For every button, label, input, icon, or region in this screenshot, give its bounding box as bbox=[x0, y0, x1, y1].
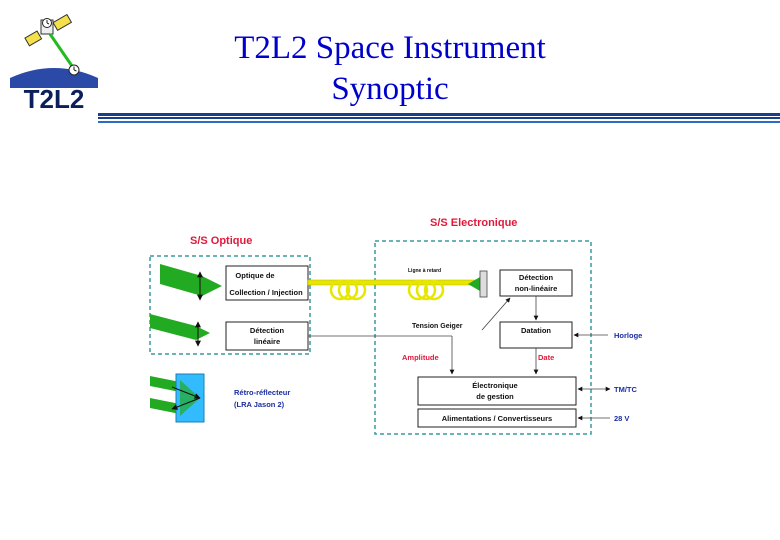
beam-collection bbox=[160, 264, 202, 296]
management-electronics-block bbox=[417, 376, 577, 406]
delay-line-label: Ligne à retard bbox=[408, 268, 441, 274]
nonlinear-detection-label-2: non-linéaire bbox=[515, 284, 558, 293]
collection-label-2: Collection / Injection bbox=[229, 288, 303, 297]
beam-collection-tip bbox=[202, 276, 222, 296]
linear-detection-label-2: linéaire bbox=[254, 337, 280, 346]
ground-station-icon bbox=[68, 64, 80, 76]
satellite-icon bbox=[24, 13, 73, 47]
clock-label: Horloge bbox=[614, 331, 642, 340]
date-label: Date bbox=[538, 353, 554, 362]
title-line-2: Synoptic bbox=[331, 71, 449, 107]
nonlinear-detection-block bbox=[499, 269, 573, 297]
management-label-2: de gestion bbox=[476, 392, 514, 401]
electronic-subsystem-border bbox=[374, 240, 592, 435]
linear-detection-block bbox=[225, 321, 309, 351]
header-rule-2 bbox=[98, 117, 780, 119]
t2l2-logo: T2L2 bbox=[10, 13, 98, 112]
fiber-loops-right bbox=[407, 279, 445, 301]
linear-detection-label-1: Détection bbox=[250, 326, 285, 335]
beam-retro-in bbox=[150, 376, 180, 392]
amplitude-label: Amplitude bbox=[402, 353, 439, 362]
header-rule-3 bbox=[98, 121, 780, 123]
beam-retro-out bbox=[150, 398, 180, 414]
beam-linear-detection bbox=[150, 314, 196, 340]
fiber-loops-left bbox=[329, 279, 367, 301]
retroreflector-label-1: Rétro-réflecteur bbox=[234, 388, 290, 397]
management-label-1: Électronique bbox=[472, 381, 517, 390]
laser-link bbox=[48, 33, 74, 67]
retroreflector-prism bbox=[180, 380, 200, 416]
page-title: T2L2 Space Instrument Synoptic bbox=[190, 28, 590, 110]
datation-block bbox=[499, 321, 573, 349]
header-rule-1 bbox=[98, 113, 780, 116]
retroreflector-label-2: (LRA Jason 2) bbox=[234, 400, 285, 409]
nonlinear-detector-element bbox=[479, 270, 488, 298]
tmtc-label: TM/TC bbox=[614, 385, 637, 394]
power-supply-block bbox=[417, 408, 577, 428]
power-input-label: 28 V bbox=[614, 414, 629, 423]
collection-label-1: Optique de bbox=[235, 271, 274, 280]
optical-subsystem-border bbox=[149, 255, 311, 355]
title-line-1: T2L2 Space Instrument bbox=[234, 30, 546, 66]
optical-subsystem-title: S/S Optique bbox=[190, 235, 252, 247]
logo-text: T2L2 bbox=[24, 84, 85, 112]
nonlinear-detection-label-1: Détection bbox=[519, 273, 554, 282]
geiger-voltage-line bbox=[481, 297, 511, 331]
datation-label: Datation bbox=[521, 326, 551, 335]
beam-nonlinear-detection bbox=[468, 277, 480, 291]
electronic-subsystem-title: S/S Electronique bbox=[430, 217, 517, 229]
geiger-voltage-label: Tension Geiger bbox=[412, 323, 463, 330]
power-supply-label: Alimentations / Convertisseurs bbox=[442, 414, 552, 423]
collection-optics-block bbox=[225, 265, 309, 301]
